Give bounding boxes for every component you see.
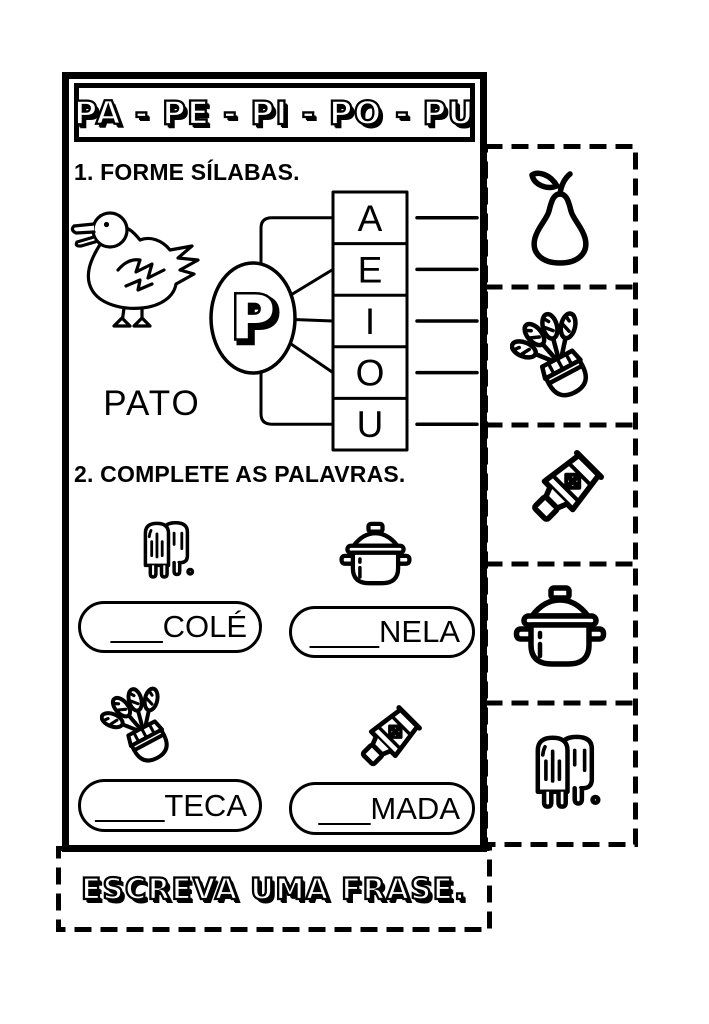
consonant-letter: P xyxy=(231,283,275,353)
title-banner: PA - PE - PI - PO - PU xyxy=(73,83,476,142)
consonant-ellipse xyxy=(209,261,297,375)
vowel-label: O xyxy=(356,353,385,394)
answer-blank-text: ____NELA xyxy=(310,614,460,649)
syllable-blank-lines xyxy=(415,216,479,426)
footer-banner: ESCREVA UMA FRASE. xyxy=(56,846,492,932)
answer-blank-text: ____TECA xyxy=(95,787,247,823)
answer-blank-panela: ____NELA xyxy=(289,606,475,658)
shuttlecock-icon xyxy=(502,300,609,410)
title-banner-text: PA - PE - PI - PO - PU xyxy=(73,92,476,132)
section1-heading: 1. FORME SÍLABAS. xyxy=(74,159,300,185)
footer-banner-text: ESCREVA UMA FRASE. xyxy=(80,871,467,907)
ointment-tube-icon xyxy=(342,700,427,785)
vowel-label: U xyxy=(357,404,384,445)
vowel-label: A xyxy=(358,198,383,239)
vowel-label: I xyxy=(365,301,375,342)
section2-heading: 2. COMPLETE AS PALAVRAS. xyxy=(74,461,406,487)
cooking-pot-icon xyxy=(517,588,604,664)
cutout-column-border xyxy=(483,144,638,847)
vowel-grid xyxy=(331,190,409,452)
answer-blank-picole: ___COLÉ xyxy=(78,601,262,653)
duck-icon xyxy=(70,211,200,328)
answer-blank-text: ___MADA xyxy=(318,790,460,826)
cutout-column xyxy=(483,144,638,847)
syllable-diagram: PATO P P A E I O U xyxy=(70,190,479,452)
consonant-letter-shadow: P xyxy=(235,287,279,357)
answer-blank-peteca: ____TECA xyxy=(78,779,262,832)
cooking-pot-icon xyxy=(328,520,423,598)
answer-blank-pomada: ___MADA xyxy=(289,782,475,835)
example-word-label: PATO xyxy=(103,384,200,423)
ointment-tube-icon xyxy=(526,451,603,528)
vowel-label: E xyxy=(358,249,383,290)
shuttlecock-icon xyxy=(100,676,188,776)
popsicle-icon xyxy=(538,737,598,807)
pear-icon xyxy=(532,173,586,263)
answer-blank-text: ___COLÉ xyxy=(110,609,247,644)
main-panel: PA - PE - PI - PO - PU 1. FORME SÍLABAS. xyxy=(62,72,487,852)
popsicle-icon xyxy=(130,505,200,595)
